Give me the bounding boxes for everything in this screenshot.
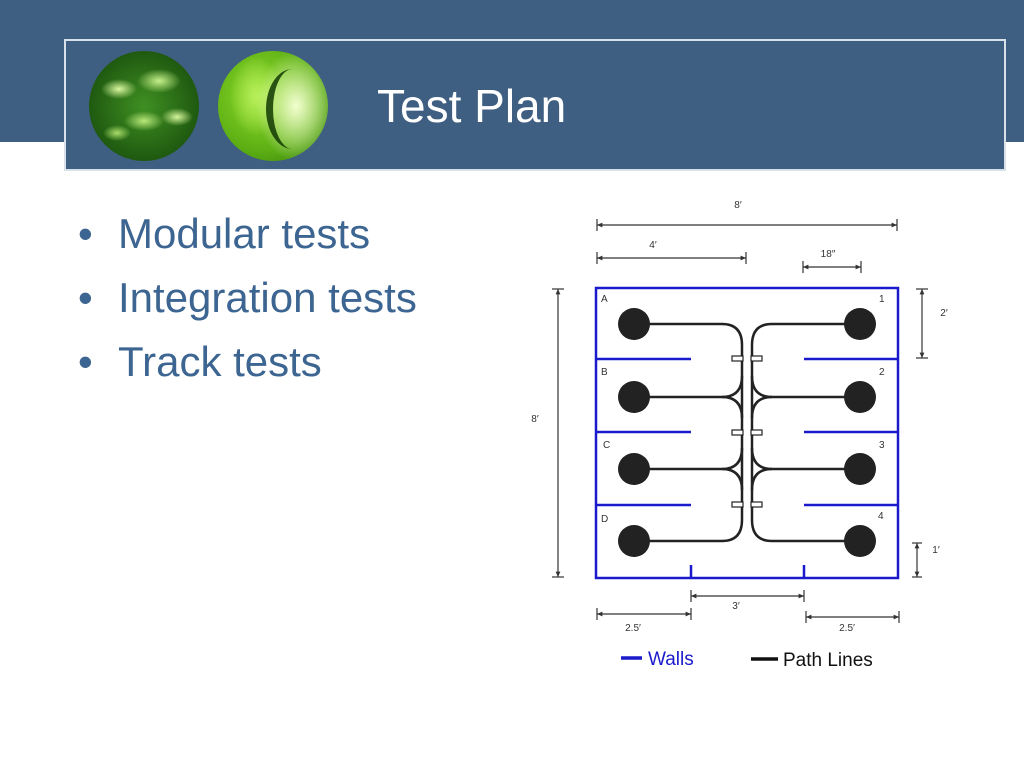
slide-title: Test Plan — [377, 80, 567, 132]
dim-total-width-label: 8′ — [734, 200, 742, 211]
bullet-text: Integration tests — [118, 274, 417, 321]
walls-legend-label: Walls — [648, 649, 694, 670]
bullet-list: • Modular tests • Integration tests • Track… — [78, 202, 417, 394]
leaf-curl-photo-orb — [218, 51, 328, 161]
bullet-icon: • — [78, 274, 93, 321]
row-label-left: C — [603, 440, 610, 451]
dim-right-margin-label: 2.5′ — [839, 623, 855, 634]
dimension-lines — [552, 219, 928, 623]
bullet-text: Modular tests — [118, 210, 371, 257]
dim-bottom-offset-label: 1′ — [932, 545, 940, 556]
row-label-left: B — [601, 367, 608, 378]
station-node — [844, 308, 876, 340]
dim-total-height-label: 8′ — [531, 414, 539, 425]
row-label-left: D — [601, 514, 608, 525]
walls — [594, 286, 900, 580]
bullet-icon: • — [78, 210, 93, 257]
station-node — [844, 525, 876, 557]
stations — [618, 308, 876, 557]
station-node — [844, 381, 876, 413]
bullet-icon: • — [78, 338, 93, 385]
station-node — [618, 453, 650, 485]
bullet-item: • Modular tests — [78, 202, 417, 266]
leaf-photo-orb — [89, 51, 199, 161]
station-node — [618, 308, 650, 340]
bullet-text: Track tests — [118, 338, 322, 385]
row-label-right: 1 — [879, 294, 885, 305]
row-label-right: 3 — [879, 440, 885, 451]
row-label-right: 2 — [879, 367, 885, 378]
dim-gap-label: 3′ — [732, 601, 740, 612]
legend: Walls Path Lines — [621, 649, 873, 671]
dim-left-margin-label: 2.5′ — [625, 623, 641, 634]
row-label-right: 4 — [878, 511, 884, 522]
station-node — [618, 525, 650, 557]
path-lines-legend-label: Path Lines — [783, 650, 873, 671]
station-node — [618, 381, 650, 413]
dim-row-height-label: 2′ — [940, 308, 948, 319]
row-label-left: A — [601, 294, 608, 305]
dim-end-section-label: 18″ — [821, 249, 836, 260]
bullet-item: • Integration tests — [78, 266, 417, 330]
dim-half-width-label: 4′ — [649, 240, 657, 251]
track-layout-diagram: 8′ 4′ 18″ 2′ 8′ 1′ 3′ 2.5′ 2.5′ — [531, 200, 948, 671]
station-node — [844, 453, 876, 485]
bullet-item: • Track tests — [78, 330, 417, 394]
sensor-markers — [731, 355, 763, 508]
